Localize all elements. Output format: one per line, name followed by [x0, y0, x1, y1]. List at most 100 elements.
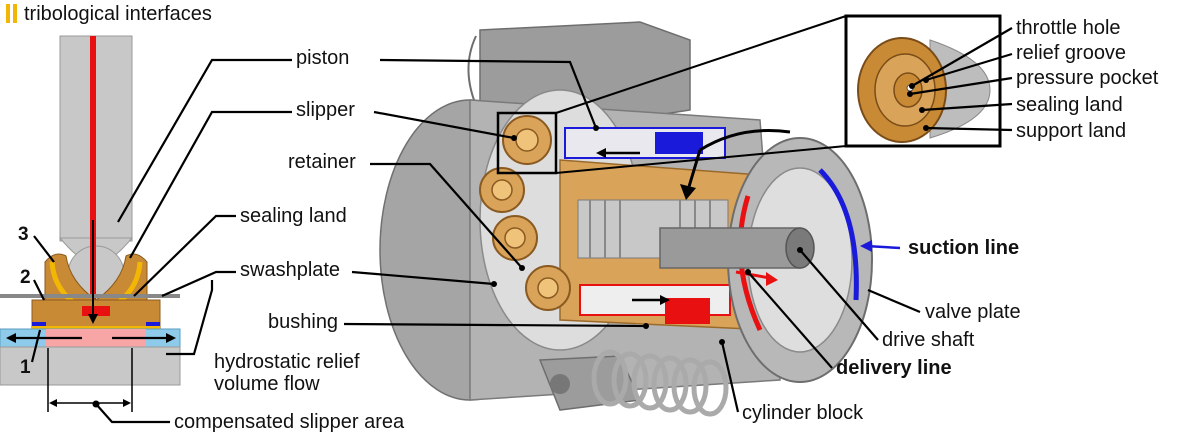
spring-coil [611, 351, 649, 409]
drive-shaft [659, 227, 801, 269]
slipper-cross-section: tribological interfaces [0, 3, 212, 412]
leader-swashplate [351, 270, 495, 286]
arrowhead-icon [6, 333, 16, 343]
leader-valve-plate [867, 288, 921, 314]
interface-1-line [32, 326, 160, 329]
rotation-arrow-tail [686, 149, 702, 191]
throttle-red [82, 306, 110, 316]
label-swashplate: swashplate [240, 259, 340, 281]
label-hydrostatic-1: hydrostatic relief [214, 351, 360, 373]
label-throttle-hole: throttle hole [1016, 17, 1121, 39]
leader-piston [379, 58, 598, 129]
spring-coil [631, 353, 669, 411]
interface-number-1: 1 [20, 357, 31, 378]
leader-dot [923, 125, 929, 131]
retainer-plate [0, 294, 180, 298]
spring [591, 349, 729, 417]
right-labels: throttle hole relief groove pressure poc… [343, 17, 1159, 424]
sealing-land-left-mark [32, 322, 46, 328]
leader-dot [519, 265, 525, 271]
zoom-source-box [496, 111, 558, 175]
leader-2 [33, 279, 45, 301]
spring-coil [691, 359, 729, 417]
leader-dot [745, 269, 751, 275]
leader-sealing-land-inset [921, 102, 1013, 112]
label-slipper: slipper [296, 99, 355, 121]
leader-pressure-pocket [909, 76, 1013, 96]
label-cylinder-block: cylinder block [742, 402, 864, 424]
leader-dot [643, 323, 649, 329]
leader-compensated [95, 403, 170, 424]
slipper-inset [844, 14, 1002, 148]
arrowhead-icon [166, 333, 176, 343]
leader-sealing-land [133, 214, 236, 297]
legend-marker-icon [13, 4, 17, 23]
arrowhead-icon [88, 314, 98, 324]
bolt-hole [550, 374, 570, 394]
leader-retainer [370, 162, 523, 269]
left-labels: piston slipper retainer sealing land swa… [92, 47, 405, 433]
label-piston: piston [296, 47, 349, 69]
label-sealing-land: sealing land [240, 205, 347, 227]
suction-chamber [655, 132, 703, 154]
pump-assembly [379, 15, 901, 417]
leader-dot [719, 339, 725, 345]
arrowhead-icon [49, 399, 57, 407]
sealing-land-right-mark [146, 322, 160, 328]
legend-text: tribological interfaces [24, 3, 212, 25]
spring-coil [671, 357, 709, 415]
arrowhead-icon [766, 272, 778, 286]
label-compensated-area: compensated slipper area [174, 411, 405, 433]
leader-dot [907, 91, 913, 97]
leader-throttle-hole [911, 27, 1013, 87]
arrowhead-icon [596, 148, 606, 158]
label-delivery-line: delivery line [836, 357, 952, 379]
leader-1 [30, 329, 42, 363]
label-hydrostatic-2: volume flow [214, 373, 320, 395]
arrowhead-icon [660, 295, 670, 305]
arrowhead-icon [123, 399, 131, 407]
leader-drive-shaft [799, 249, 879, 341]
swashplate-base [0, 346, 181, 386]
delivery-chamber [665, 298, 710, 324]
leader-slipper-left [129, 110, 292, 259]
label-sealing-land-inset: sealing land [1016, 94, 1123, 116]
leader-bushing [343, 322, 647, 328]
slipper-ring-inner [515, 128, 539, 152]
label-bushing: bushing [268, 311, 338, 333]
legend-marker-icon [6, 4, 10, 23]
leader-hydrostatic [166, 280, 214, 356]
leader-dot [491, 281, 497, 287]
label-valve-plate: valve plate [925, 301, 1021, 323]
interface-number-3: 3 [18, 224, 29, 245]
label-pressure-pocket: pressure pocket [1016, 67, 1159, 89]
pressure-pocket-area [46, 329, 146, 347]
leader-delivery-line [747, 271, 833, 369]
label-drive-shaft: drive shaft [882, 329, 975, 351]
slipper-ring-inner [504, 227, 526, 249]
leader-dot [919, 107, 925, 113]
leader-support-land [925, 126, 1013, 132]
arrowhead-icon [860, 240, 872, 252]
oil-channel [90, 36, 96, 336]
rotation-arrow [699, 128, 791, 152]
slipper-ring-inner [537, 277, 559, 299]
label-retainer: retainer [288, 151, 356, 173]
leader-swashplate-left [161, 270, 236, 298]
spring-coil [651, 355, 689, 413]
leader-dot [923, 77, 929, 83]
leader-cylinder-block [720, 341, 740, 413]
slipper-ring-inner [491, 179, 513, 201]
leader-slipper [373, 110, 515, 140]
delivery-arrow [735, 270, 771, 280]
leader-dot [797, 247, 803, 253]
zoom-line-bottom [555, 145, 847, 174]
leader-relief-groove [925, 52, 1013, 82]
leader-piston-left [117, 58, 292, 223]
label-suction-line: suction line [908, 237, 1019, 259]
label-support-land: support land [1016, 120, 1126, 142]
spring-coil [591, 349, 629, 407]
housing-edge [467, 35, 479, 111]
